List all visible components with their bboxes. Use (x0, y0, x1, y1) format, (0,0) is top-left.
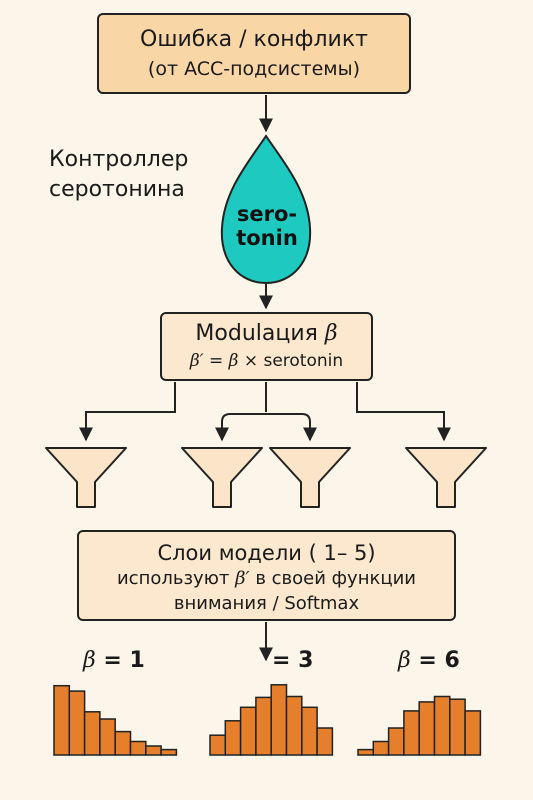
error-box-title: Ошибка / конфликт (140, 27, 368, 52)
serotonin-drop-text: sero- tonin (222, 202, 312, 250)
layers-description: используют β′ в своей функции (79, 568, 454, 591)
layers-title: Слои модели ( 1– 5) (157, 541, 376, 565)
histogram-bar (270, 684, 288, 756)
controller-label-line1: Контроллер (49, 147, 189, 172)
beta-prime-symbol: β′ (235, 568, 250, 590)
histogram-bar (357, 748, 375, 756)
histogram-bar (372, 740, 390, 756)
histogram-bar (68, 690, 86, 756)
funnel-icon (181, 447, 263, 508)
beta-value: = 6 (418, 648, 460, 673)
modulation-formula: β′ = β × serotonin (162, 351, 371, 372)
beta-symbol: β (228, 350, 239, 371)
histogram-bar (114, 730, 132, 756)
modulation-title: Modulация β (162, 320, 371, 348)
histogram-bar (464, 710, 482, 756)
histogram-bar (129, 740, 147, 756)
beta-label-1: β = 1 (83, 648, 145, 673)
layers-desc-post: в своей функции (255, 568, 416, 590)
histogram-bar (387, 727, 405, 756)
beta-label-6: β = 6 (398, 648, 460, 673)
modulation-title-text: Modulация (195, 321, 318, 346)
histogram-bar (145, 745, 162, 756)
serotonin-drop-shape (220, 134, 312, 285)
histogram-bar (83, 711, 101, 756)
beta-symbol: β (324, 321, 338, 346)
serotonin-controller-label: Контроллер серотонина (49, 145, 188, 204)
histogram-bar (316, 727, 334, 756)
branch-connectors (79, 382, 451, 442)
histogram-bar (418, 701, 436, 756)
histogram-bar (255, 696, 272, 756)
histogram-bar (209, 734, 227, 756)
beta-symbol: β (83, 648, 96, 673)
error-conflict-box: Ошибка / конфликт (от ACC-подсистемы) (97, 13, 411, 94)
histogram-bar (99, 718, 116, 756)
histogram-beta-1 (53, 684, 178, 756)
beta-label-3: = 3 (272, 648, 313, 673)
histogram-bar (403, 710, 420, 756)
model-layers-box: Слои модели ( 1– 5) используют β′ в свое… (77, 530, 456, 621)
histogram-bar (449, 698, 466, 756)
drop-text-line2: tonin (236, 226, 298, 251)
histogram-bar (433, 695, 451, 756)
modulation-box: Modulация β β′ = β × serotonin (160, 312, 373, 381)
funnel-icon (269, 447, 351, 508)
funnel-icon (405, 447, 487, 508)
formula-equals: = (208, 350, 224, 371)
error-box-subtitle: (от ACC-подсистемы) (147, 57, 361, 80)
histogram-bar (239, 706, 257, 756)
histogram-bar (224, 720, 242, 756)
beta-prime-symbol: β′ (189, 350, 204, 371)
histogram-beta-6 (357, 695, 482, 756)
funnel-icon (45, 447, 127, 508)
histogram-bar (285, 695, 303, 756)
beta-value: = 3 (272, 648, 314, 673)
histogram-bar (53, 684, 71, 756)
layers-desc-pre: используют (116, 568, 230, 590)
histogram-bar (301, 706, 318, 756)
layers-description-line3: внимания / Softmax (173, 592, 360, 614)
beta-value: = 1 (103, 648, 145, 673)
histogram-beta-3 (209, 684, 334, 756)
beta-symbol: β (398, 648, 411, 673)
drop-text-line1: sero- (236, 202, 298, 226)
controller-label-line2: серотонина (49, 176, 185, 202)
histogram-bar (160, 748, 178, 756)
formula-rest: × serotonin (243, 350, 344, 371)
